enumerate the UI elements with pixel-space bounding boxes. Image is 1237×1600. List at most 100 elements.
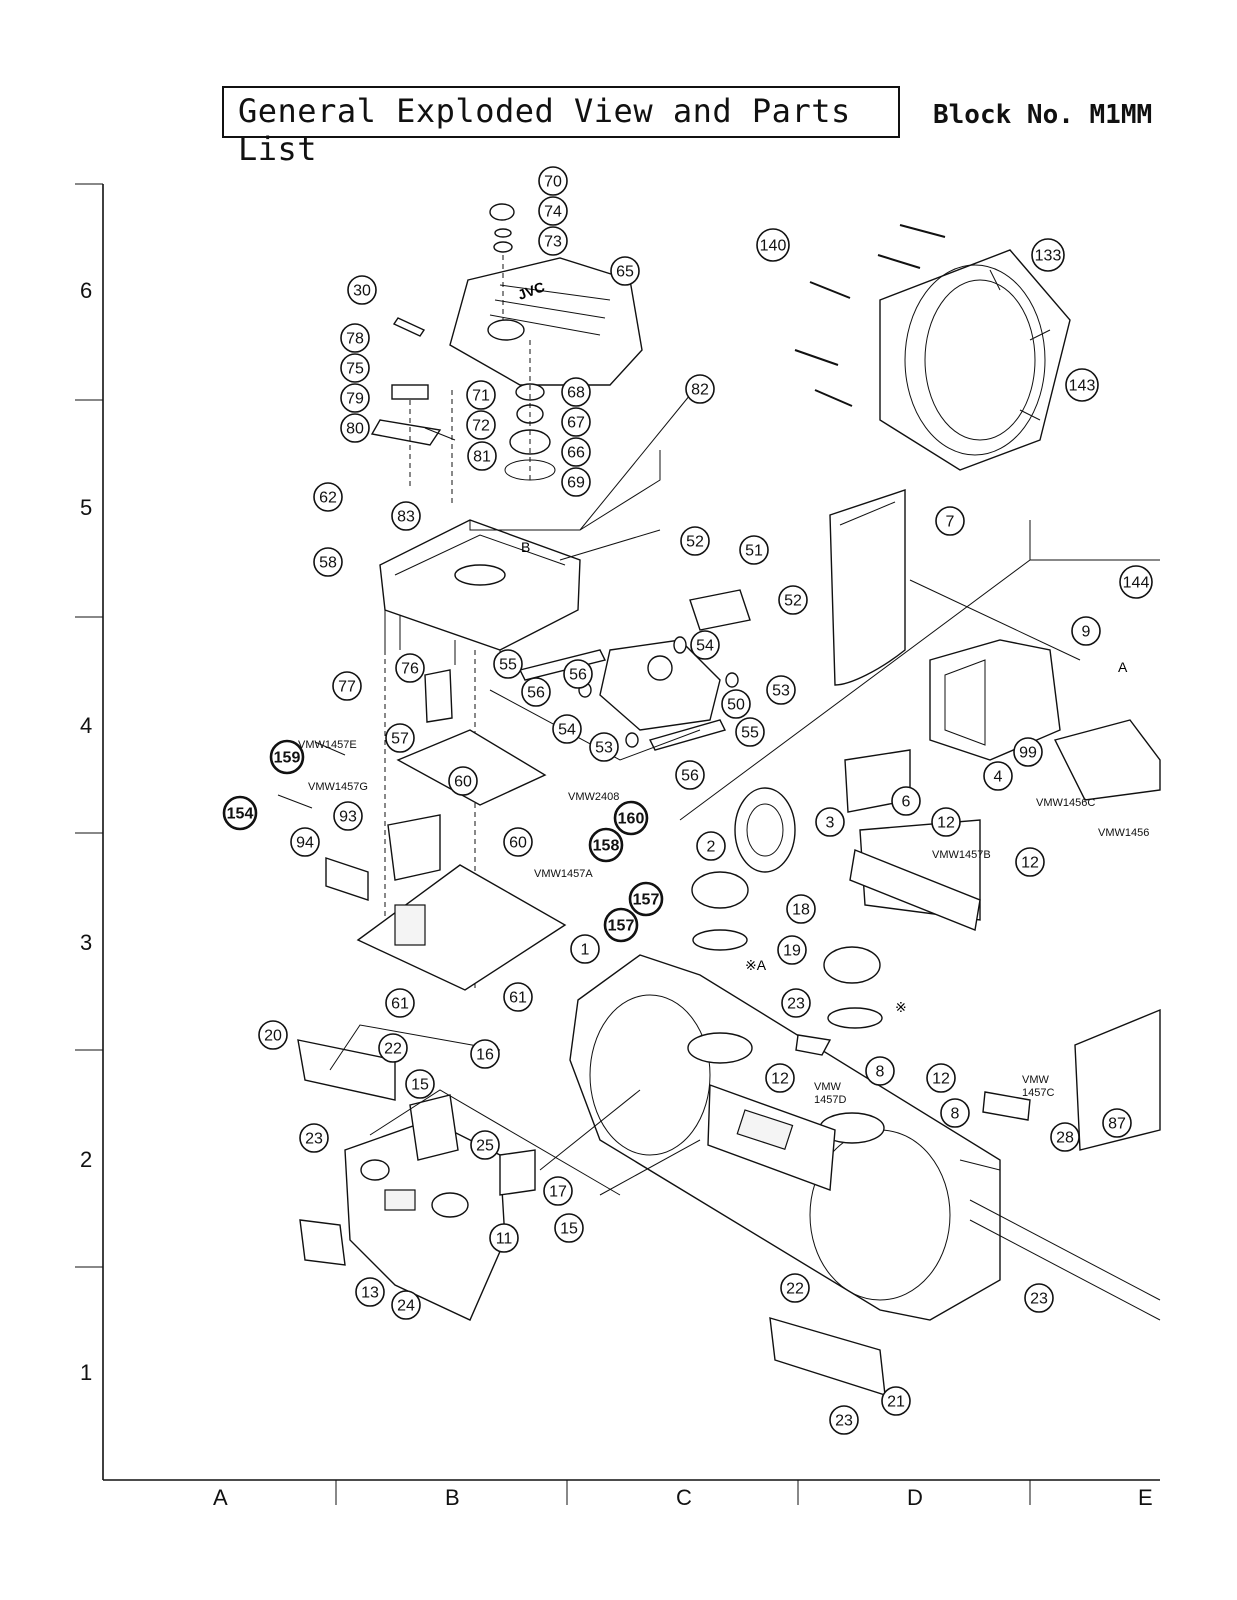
part-callout: 79 [340, 383, 370, 413]
part-callout: 159 [269, 739, 305, 775]
part-callout: 22 [780, 1273, 810, 1303]
part-callout: 15 [405, 1069, 435, 1099]
part-callout-number: 23 [305, 1131, 323, 1148]
part-callout: 12 [1015, 847, 1045, 877]
part-callout: 23 [781, 988, 811, 1018]
part-callout-number: 25 [476, 1138, 494, 1155]
part-callout: 65 [610, 256, 640, 286]
part-callout: 57 [385, 723, 415, 753]
part-callout: 20 [258, 1020, 288, 1050]
part-callout-number: 83 [397, 509, 415, 526]
part-callout-number: 52 [784, 593, 802, 610]
part-callout: 12 [926, 1063, 956, 1093]
board-label: VMW1456C [1036, 797, 1095, 809]
part-callout-number: 15 [560, 1221, 578, 1238]
part-callout: 7 [935, 506, 965, 536]
part-callout-circle [391, 501, 421, 531]
part-callout-circle [340, 383, 370, 413]
part-callout-number: 54 [696, 638, 714, 655]
part-callout-circle [561, 377, 591, 407]
speaker-grille-part [879, 249, 1071, 471]
part-callout: 133 [1031, 238, 1065, 272]
grid-column-label: E [1138, 1485, 1153, 1510]
part-callout-number: 94 [296, 835, 314, 852]
part-callout: 25 [470, 1130, 500, 1160]
part-callout-number: 57 [391, 731, 409, 748]
part-callout: 77 [332, 671, 362, 701]
part-callout: 4 [983, 761, 1013, 791]
part-callout-number: 11 [496, 1231, 513, 1248]
part-callout-number: 53 [772, 683, 790, 700]
part-callout-number: 23 [787, 996, 805, 1013]
part-callout: 76 [395, 653, 425, 683]
reference-marker: A [1118, 659, 1128, 675]
part-callout-number: 7 [946, 514, 955, 531]
part-callout-number: 55 [741, 725, 759, 742]
part-callout: 51 [739, 535, 769, 565]
part-callout: 62 [313, 482, 343, 512]
part-callout-number: 67 [567, 415, 585, 432]
part-callout: 16 [470, 1039, 500, 1069]
part-callout-circle [613, 800, 649, 836]
part-callout-number: 20 [264, 1028, 282, 1045]
part-callout-number: 24 [397, 1298, 415, 1315]
part-callout-number: 8 [876, 1064, 885, 1081]
part-callout-circle [891, 786, 921, 816]
board-label: VMW1457A [534, 868, 593, 880]
part-callout-number: 93 [339, 809, 357, 826]
part-callout-circle [588, 827, 624, 863]
right-board-part [795, 849, 1031, 1121]
part-callout: 54 [552, 714, 582, 744]
part-callout: 61 [503, 982, 533, 1012]
pcb-boards [277, 669, 567, 991]
part-callout-circle [467, 441, 497, 471]
block-number: Block No. M1MM [933, 100, 1153, 130]
part-callout: 58 [313, 547, 343, 577]
grid-frame [75, 183, 1160, 1505]
part-callout: 78 [340, 323, 370, 353]
board-label: 1457D [814, 1094, 846, 1106]
part-callout-circle [299, 1123, 329, 1153]
part-callout: 11 [489, 1223, 519, 1253]
part-callout-number: 77 [338, 679, 356, 696]
part-callout: 30 [347, 275, 377, 305]
grid-row-label: 3 [80, 930, 93, 955]
board-label: VMW2408 [568, 791, 619, 803]
top-cover-part: JVC [449, 257, 643, 386]
reference-marker: ※ [895, 999, 907, 1015]
part-callout: 55 [493, 649, 523, 679]
part-callout-circle [340, 353, 370, 383]
part-callout-number: 159 [274, 750, 301, 767]
part-callout-circle [470, 1130, 500, 1160]
part-callout: 73 [538, 226, 568, 256]
part-callout-number: 69 [567, 475, 585, 492]
part-callout-circle [554, 1213, 584, 1243]
grid-column-label: B [445, 1485, 460, 1510]
part-callout: 75 [340, 353, 370, 383]
part-callout: 83 [391, 501, 421, 531]
part-callout-number: 23 [835, 1413, 853, 1430]
part-callout-number: 18 [792, 902, 810, 919]
part-callout-number: 54 [558, 722, 576, 739]
part-callout-circle [222, 795, 258, 831]
part-callout-circle [778, 585, 808, 615]
part-callout-circle [355, 1277, 385, 1307]
part-callout-circle [340, 413, 370, 443]
part-callout-circle [543, 1176, 573, 1206]
part-callout-number: 9 [1082, 624, 1091, 641]
part-callout-circle [538, 196, 568, 226]
board-label: VMW1456 [1098, 827, 1149, 839]
part-callout: 94 [290, 827, 320, 857]
part-callout-circle [521, 677, 551, 707]
part-callout-circle [395, 653, 425, 683]
part-callout-circle [690, 630, 720, 660]
part-callout-circle [570, 934, 600, 964]
board-label: VMW [1022, 1074, 1050, 1086]
part-callout-circle [1031, 238, 1065, 272]
part-callout-circle [563, 659, 593, 689]
part-callout-circle [1071, 616, 1101, 646]
part-callout-circle [926, 1063, 956, 1093]
part-callout-number: 60 [509, 835, 527, 852]
knob-stack-part [489, 203, 515, 320]
grid-row-label: 4 [80, 713, 93, 738]
